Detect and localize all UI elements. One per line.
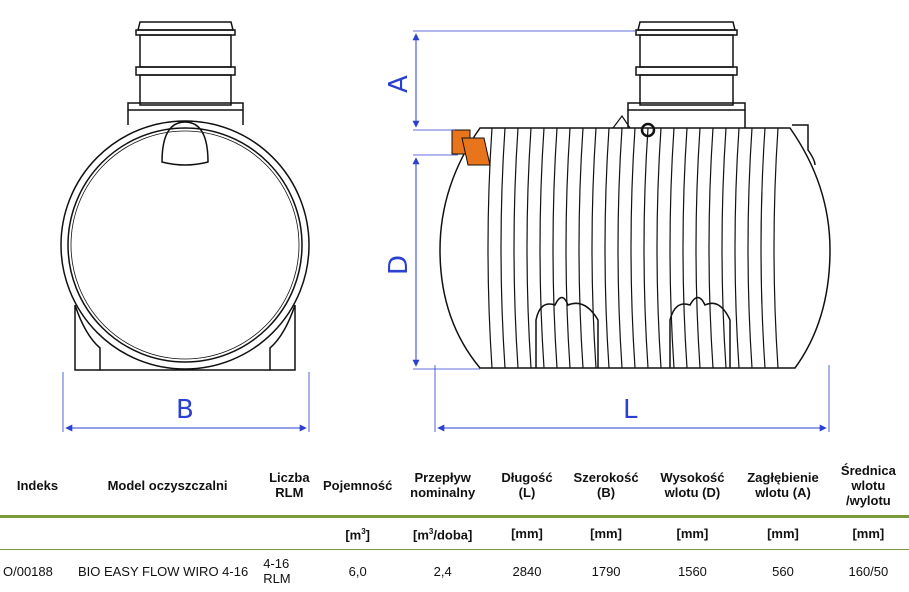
dimension-d-label: D bbox=[384, 255, 414, 275]
side-tank-body bbox=[440, 128, 830, 368]
tank-technical-drawing: B A D bbox=[0, 0, 909, 440]
cell-width: 1790 bbox=[565, 550, 646, 592]
cell-rlm: 4-16 RLM bbox=[260, 550, 318, 592]
tank-rib bbox=[566, 128, 570, 368]
tank-rib bbox=[514, 128, 518, 368]
cell-length: 2840 bbox=[488, 550, 565, 592]
col-header-length: Długość (L) bbox=[488, 455, 565, 517]
tank-rib bbox=[709, 128, 713, 368]
side-tank-ribs bbox=[488, 128, 778, 368]
cell-model: BIO EASY FLOW WIRO 4-16 bbox=[75, 550, 260, 592]
dimension-l: L bbox=[435, 365, 829, 432]
cell-inlet-depth: 560 bbox=[738, 550, 828, 592]
cell-indeks: O/00188 bbox=[0, 550, 75, 592]
tank-rib bbox=[618, 128, 622, 368]
dimension-b: B bbox=[63, 372, 309, 432]
cell-diameter: 160/50 bbox=[828, 550, 909, 592]
front-left-foot bbox=[75, 305, 100, 370]
front-tank-inner bbox=[68, 128, 302, 362]
tank-rib bbox=[657, 128, 661, 368]
tank-rib bbox=[605, 128, 609, 368]
dimension-l-label: L bbox=[623, 395, 638, 425]
col-header-rlm: Liczba RLM bbox=[260, 455, 318, 517]
dimension-a: A bbox=[384, 31, 635, 130]
col-header-diameter: Średnica wlotu /wylotu bbox=[828, 455, 909, 517]
tank-rib bbox=[644, 128, 648, 368]
col-header-inlet-height: Wysokość wlotu (D) bbox=[647, 455, 739, 517]
tank-rib bbox=[579, 128, 583, 368]
tank-rib bbox=[696, 128, 700, 368]
tank-rib bbox=[774, 128, 778, 368]
front-tank-outer bbox=[61, 121, 309, 369]
inlet-pipe bbox=[452, 130, 490, 165]
cell-inlet-height: 1560 bbox=[647, 550, 739, 592]
tank-rib bbox=[748, 128, 752, 368]
unit-inlet-depth: [mm] bbox=[738, 517, 828, 550]
unit-diameter: [mm] bbox=[828, 517, 909, 550]
side-view bbox=[440, 22, 830, 368]
col-header-indeks: Indeks bbox=[0, 455, 75, 517]
dimension-a-label: A bbox=[384, 75, 414, 93]
tank-rib bbox=[501, 128, 505, 368]
tank-rib bbox=[527, 128, 531, 368]
cell-flow: 2,4 bbox=[397, 550, 489, 592]
unit-inlet-height: [mm] bbox=[647, 517, 739, 550]
front-view bbox=[61, 22, 309, 370]
unit-width: [mm] bbox=[565, 517, 646, 550]
tank-rib bbox=[540, 128, 544, 368]
tank-rib bbox=[592, 128, 596, 368]
tank-rib bbox=[722, 128, 726, 368]
unit-length: [mm] bbox=[488, 517, 565, 550]
side-manhole-cover bbox=[638, 22, 735, 30]
spec-table: Indeks Model oczyszczalni Liczba RLM Poj… bbox=[0, 455, 909, 592]
tank-rib bbox=[631, 128, 635, 368]
col-header-flow: Przepływ nominalny bbox=[397, 455, 489, 517]
front-manhole-cover bbox=[138, 22, 233, 30]
dimension-d: D bbox=[384, 155, 480, 369]
front-right-foot bbox=[270, 305, 295, 370]
table-row: O/00188 BIO EASY FLOW WIRO 4-16 4-16 RLM… bbox=[0, 550, 909, 592]
side-right-hump bbox=[670, 298, 730, 369]
col-header-inlet-depth: Zagłębienie wlotu (A) bbox=[738, 455, 828, 517]
tank-rib bbox=[735, 128, 739, 368]
unit-flow: [m3/doba] bbox=[397, 517, 489, 550]
tank-rib bbox=[683, 128, 687, 368]
col-header-capacity: Pojemność bbox=[318, 455, 396, 517]
dimension-b-label: B bbox=[176, 395, 194, 425]
tank-rib bbox=[761, 128, 765, 368]
col-header-width: Szerokość (B) bbox=[565, 455, 646, 517]
table-header-row: Indeks Model oczyszczalni Liczba RLM Poj… bbox=[0, 455, 909, 517]
cell-capacity: 6,0 bbox=[318, 550, 396, 592]
tank-rib bbox=[553, 128, 557, 368]
unit-capacity: [m3] bbox=[318, 517, 396, 550]
table-units-row: [m3] [m3/doba] [mm] [mm] [mm] [mm] [mm] bbox=[0, 517, 909, 550]
col-header-model: Model oczyszczalni bbox=[75, 455, 260, 517]
